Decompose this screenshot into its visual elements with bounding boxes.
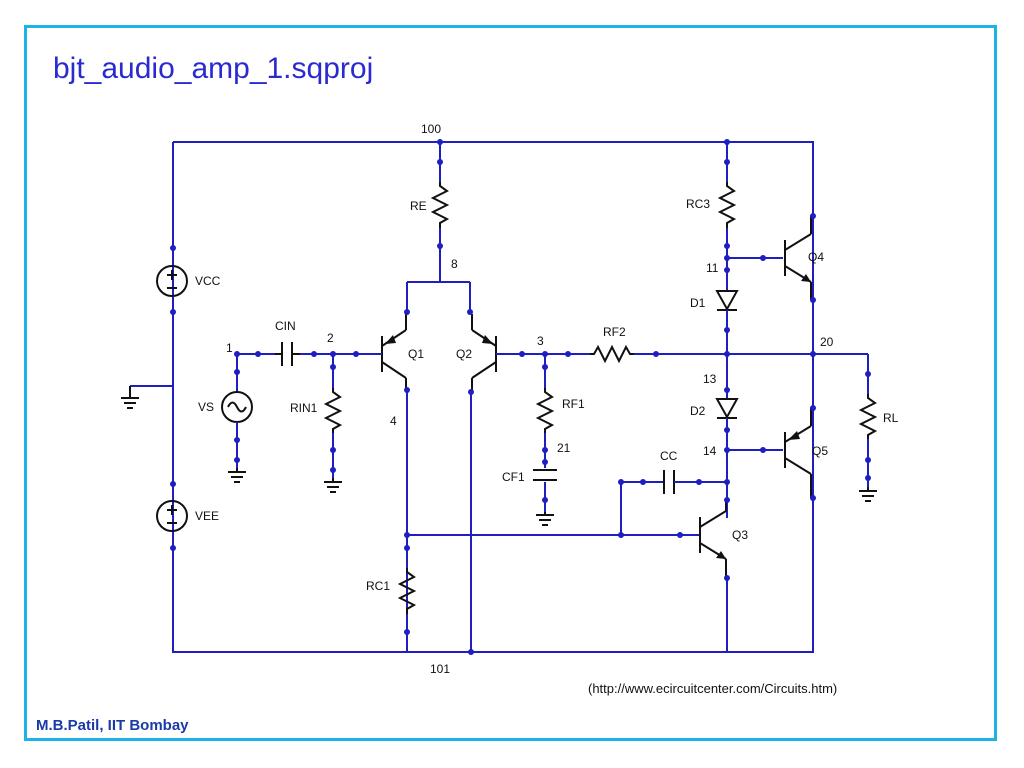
- node-label-3: 3: [537, 334, 544, 348]
- rc3-label: RC3: [686, 197, 710, 211]
- d1-diode: [715, 290, 739, 312]
- node-label-11: 11: [706, 261, 719, 275]
- re-label: RE: [410, 199, 427, 213]
- q1-label: Q1: [408, 347, 424, 361]
- rf1-label: RF1: [562, 397, 585, 411]
- node-label-2: 2: [327, 331, 334, 345]
- rc3-resistor: [717, 182, 737, 228]
- rf2-resistor: [590, 344, 634, 364]
- node-label-1: 1: [226, 341, 233, 355]
- cin-label: CIN: [275, 319, 296, 333]
- q4-label: Q4: [808, 250, 824, 264]
- node-label-14: 14: [703, 444, 717, 458]
- d1-label: D1: [690, 296, 706, 310]
- q5-transistor: [784, 408, 812, 498]
- q5-label: Q5: [812, 444, 828, 458]
- rc1-label: RC1: [366, 579, 390, 593]
- junction-dots: [170, 139, 871, 655]
- rc1-resistor: [397, 568, 417, 614]
- node-label-21: 21: [557, 441, 571, 455]
- vs-source: [221, 391, 253, 423]
- vcc-source: [156, 265, 188, 297]
- slide-frame: [24, 25, 997, 741]
- vcc-label: VCC: [195, 274, 221, 288]
- q1-transistor: [381, 314, 407, 390]
- source-url: (http://www.ecircuitcenter.com/Circuits.…: [588, 681, 838, 696]
- cc-label: CC: [660, 449, 678, 463]
- rin1-resistor: [323, 388, 343, 433]
- d2-label: D2: [690, 404, 706, 418]
- slide-title: bjt_audio_amp_1.sqproj: [53, 52, 374, 85]
- node-label-13: 13: [703, 372, 717, 386]
- node-label-100: 100: [421, 122, 441, 136]
- q3-transistor: [699, 500, 727, 578]
- vee-label: VEE: [195, 509, 219, 523]
- d2-diode: [715, 398, 739, 420]
- q2-label: Q2: [456, 347, 472, 361]
- rail-wire: [172, 141, 814, 653]
- rin1-label: RIN1: [290, 401, 318, 415]
- rl-resistor: [858, 394, 878, 439]
- q4-transistor: [784, 216, 812, 300]
- cf1-label: CF1: [502, 470, 525, 484]
- re-resistor: [430, 182, 450, 228]
- vee-source: [156, 500, 188, 532]
- vs-label: VS: [198, 400, 214, 414]
- node-label-20: 20: [820, 335, 834, 349]
- node-label-4: 4: [390, 414, 397, 428]
- q2-transistor: [471, 314, 497, 392]
- rf2-label: RF2: [603, 325, 626, 339]
- rl-label: RL: [883, 411, 899, 425]
- node-label-8: 8: [451, 257, 458, 271]
- q3-label: Q3: [732, 528, 748, 542]
- footer-credit: M.B.Patil, IIT Bombay: [36, 717, 189, 734]
- node-label-101: 101: [430, 662, 450, 676]
- rf1-resistor: [535, 388, 555, 433]
